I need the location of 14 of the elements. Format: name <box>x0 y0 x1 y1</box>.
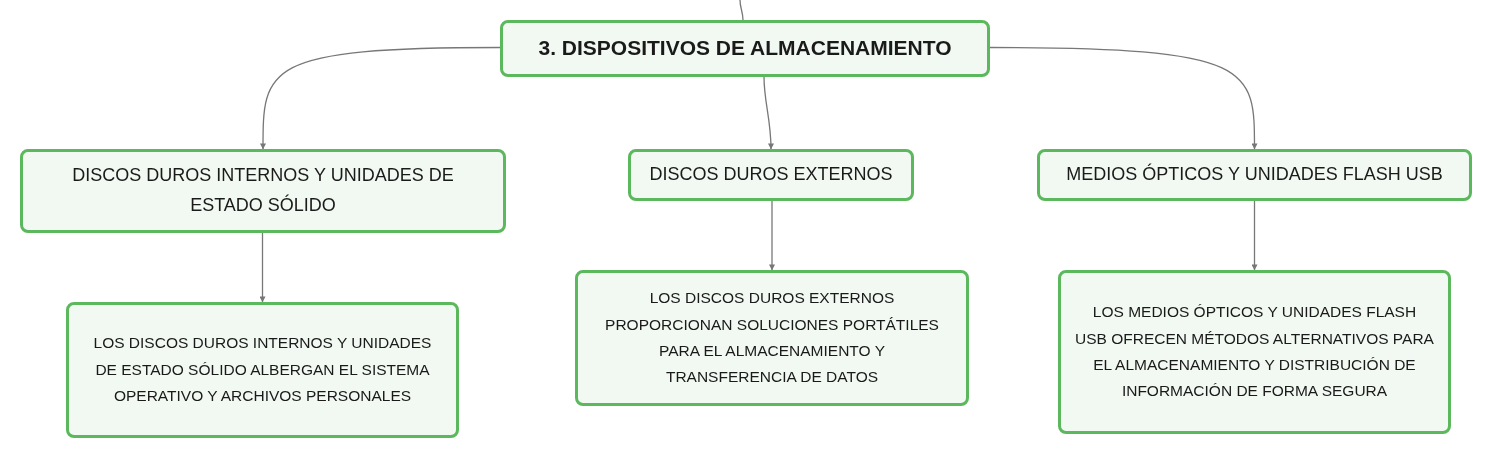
topic-box: MEDIOS ÓPTICOS Y UNIDADES FLASH USB <box>1037 149 1472 201</box>
connector-line <box>769 200 775 271</box>
connector-line <box>989 46 1258 150</box>
topic-box: 3. DISPOSITIVOS DE ALMACENAMIENTO <box>500 20 990 77</box>
connector-line <box>260 46 501 150</box>
topic-box: DISCOS DUROS INTERNOS Y UNIDADES DE ESTADO SÓLIDO <box>20 149 506 233</box>
description-box: LOS MEDIOS ÓPTICOS Y UNIDADES FLASH USB OFRECEN MÉTODOS ALTERNATIVOS PARA EL ALMACENAMIENTO Y DISTRIBUCIÓN DE INFORMACIÓN DE FORMA SEGURA <box>1058 270 1451 434</box>
description-box: LOS DISCOS DUROS EXTERNOS PROPORCIONAN SOLUCIONES PORTÁTILES PARA EL ALMACENAMIENTO Y TRANSFERENCIA DE DATOS <box>575 270 969 406</box>
connector-line <box>739 0 744 21</box>
connector-line <box>259 232 266 303</box>
connector-line <box>763 76 774 150</box>
topic-box: DISCOS DUROS EXTERNOS <box>628 149 914 201</box>
connector-line <box>1251 200 1258 271</box>
description-box: LOS DISCOS DUROS INTERNOS Y UNIDADES DE ESTADO SÓLIDO ALBERGAN EL SISTEMA OPERATIVO Y ARCHIVOS PERSONALES <box>66 302 459 438</box>
